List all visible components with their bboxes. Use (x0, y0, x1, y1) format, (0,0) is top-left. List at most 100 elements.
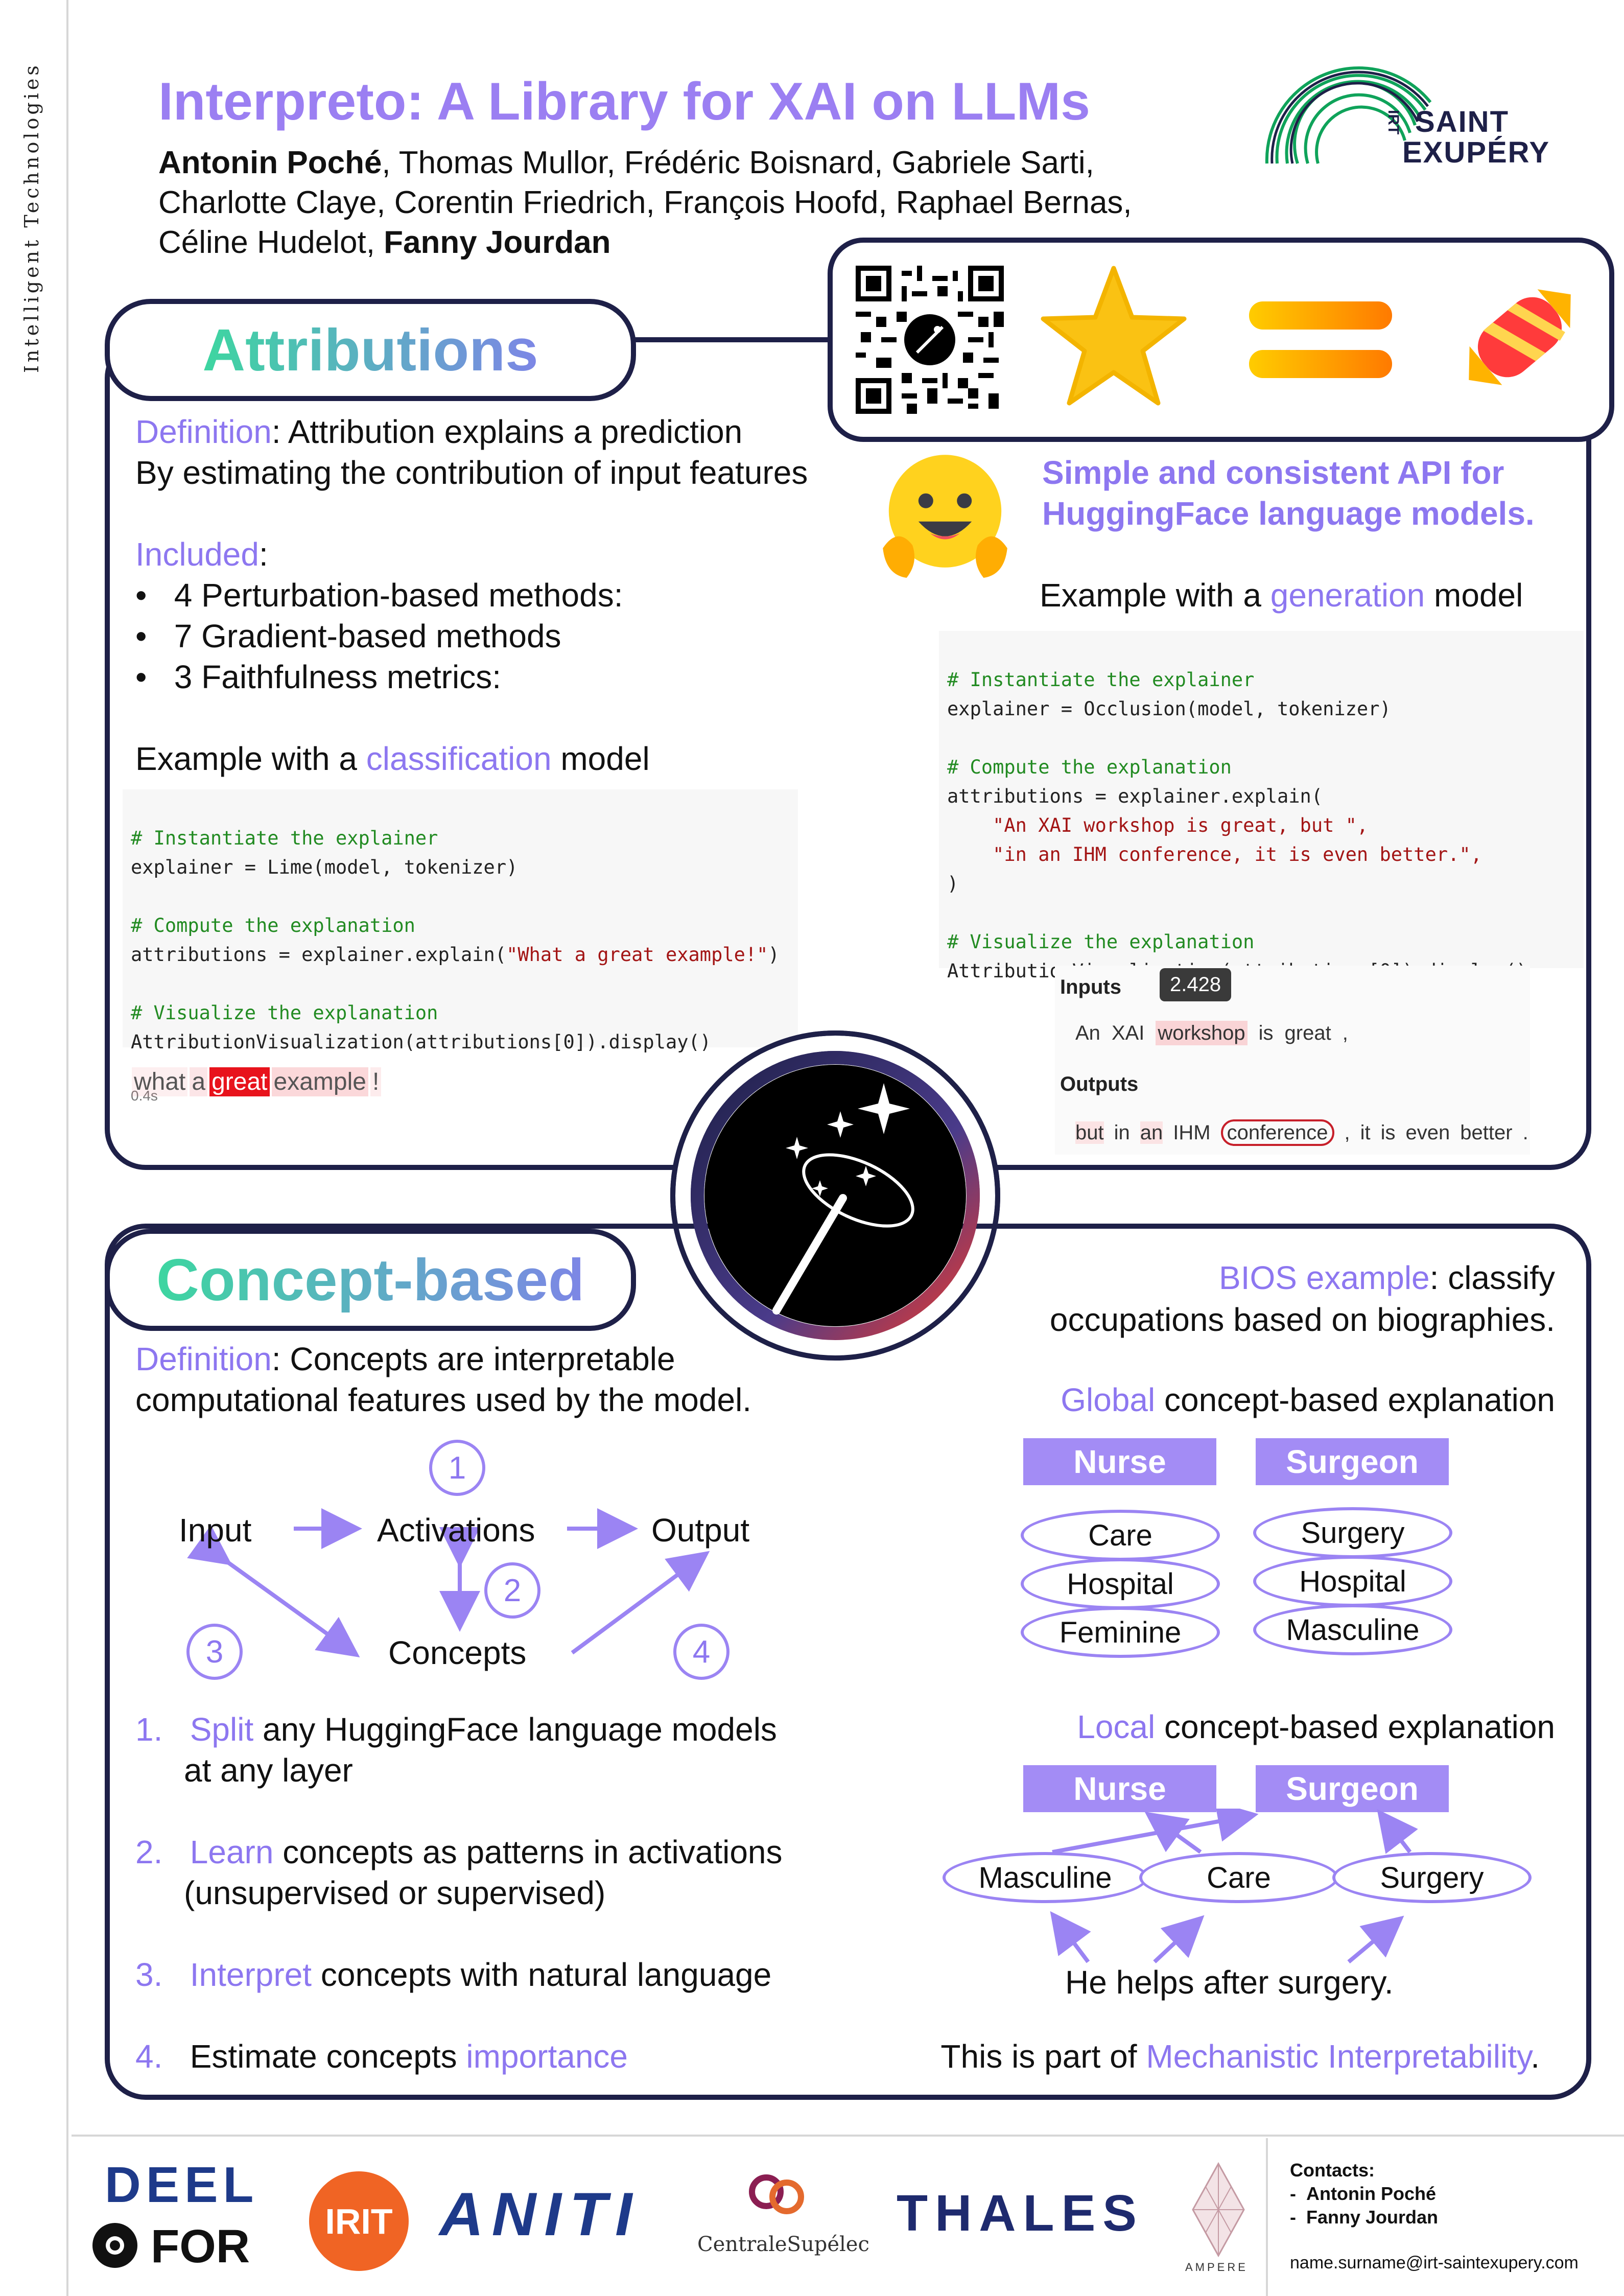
output-token[interactable]: is (1380, 1121, 1396, 1144)
diagram-step-2: 2 (484, 1562, 540, 1619)
diagram-step-4: 4 (673, 1624, 729, 1680)
attribution-included: Included: (135, 536, 268, 573)
output-token[interactable]: it (1360, 1121, 1371, 1144)
irt-logo: SAINT EXUPÉRY IRT (1262, 61, 1549, 174)
contacts: Contacts: - Antonin Poché - Fanny Jourda… (1290, 2160, 1439, 2228)
author-last: Fanny Jourdan (384, 225, 611, 260)
diagram-activations: Activations (377, 1512, 535, 1549)
step-2: 2. Learn concepts as patterns in activat… (135, 1834, 783, 1870)
footer-divider (72, 2135, 1624, 2137)
diagram-output: Output (651, 1512, 750, 1549)
global-class-surgeon: Surgeon (1256, 1438, 1449, 1485)
input-token[interactable]: , (1342, 1022, 1348, 1044)
attribution-tooltip: 2.428 (1160, 968, 1232, 1001)
local-concept-oval: Care (1139, 1852, 1338, 1903)
input-token[interactable]: workshop (1156, 1021, 1248, 1045)
global-class-nurse: Nurse (1023, 1438, 1216, 1485)
qr-code-icon[interactable] (856, 266, 1004, 414)
attribution-token[interactable]: great (209, 1067, 270, 1096)
diagram-input: Input (179, 1512, 252, 1549)
contact-email[interactable]: name.surname@irt-saintexupery.com (1290, 2253, 1579, 2272)
code-line: # Compute the explanation (947, 756, 1232, 778)
input-token[interactable]: great (1284, 1022, 1331, 1044)
code-line (131, 969, 790, 998)
deel-logo: DEEL (105, 2157, 259, 2213)
irit-logo: IRIT (309, 2171, 409, 2271)
irt-arcs-icon (1265, 66, 1432, 164)
output-token[interactable]: IHM (1173, 1121, 1211, 1144)
output-token[interactable]: an (1140, 1121, 1163, 1144)
sidebar-label: Intelligent Technologies (20, 62, 43, 373)
output-token[interactable]: , (1344, 1121, 1350, 1144)
code-line: "An XAI workshop is great, but ", (947, 814, 1369, 836)
code-line: # Instantiate the explainer (947, 669, 1255, 691)
attribution-definition: Definition: Attribution explains a predi… (135, 413, 743, 450)
concept-oval: Feminine (1021, 1607, 1220, 1658)
output-token[interactable]: conference (1220, 1119, 1334, 1146)
step-3: 3. Interpret concepts with natural langu… (135, 1956, 772, 1993)
concept-tag: Concept-based (105, 1229, 636, 1331)
output-token[interactable]: but (1075, 1121, 1104, 1144)
input-token[interactable]: An (1075, 1022, 1100, 1044)
global-heading: Global concept-based explanation (1061, 1381, 1555, 1418)
local-concept-oval: Surgery (1332, 1852, 1532, 1903)
for-gear-icon (92, 2223, 137, 2268)
concept-oval: Care (1021, 1510, 1220, 1561)
ampere-diamond-icon (1192, 2162, 1245, 2258)
code-line: AttributionVisualization(attributions[0]… (131, 1031, 712, 1053)
generation-example-heading: Example with a generation model (1040, 577, 1523, 614)
attribution-token[interactable]: ! (370, 1067, 382, 1096)
included-item: • 3 Faithfulness metrics: (135, 659, 501, 695)
footer-separator (1266, 2138, 1268, 2296)
code-line: attributions = explainer.explain( (947, 785, 1323, 807)
diagram-step-3: 3 (186, 1624, 243, 1680)
centralesupelec-logo: CentraleSupélec (697, 2233, 869, 2256)
huggingface-icon (883, 455, 1007, 578)
attribution-token[interactable]: example (271, 1067, 368, 1096)
local-class-nurse: Nurse (1023, 1765, 1216, 1812)
diagram-step-1: 1 (429, 1440, 485, 1496)
attribution-token[interactable]: what (132, 1067, 188, 1096)
concept-section (105, 1224, 1591, 2100)
input-token[interactable]: XAI (1111, 1022, 1145, 1044)
concept-definition-2: computational features used by the model… (135, 1381, 752, 1418)
included-item: • 7 Gradient-based methods (135, 618, 561, 654)
attribution-definition-2: By estimating the contribution of input … (135, 454, 808, 491)
aniti-logo: ANITI (439, 2180, 641, 2248)
qr-panel (828, 238, 1614, 442)
code-line: # Visualize the explanation (947, 931, 1255, 953)
code-line: "in an IHM conference, it is even better… (947, 844, 1482, 865)
authors: Antonin Poché, Thomas Mullor, Frédéric B… (158, 145, 1132, 260)
output-token[interactable]: . (1522, 1121, 1528, 1144)
output-token[interactable]: better (1460, 1121, 1513, 1144)
code-line: # Compute the explanation (131, 915, 415, 936)
attribution-token[interactable]: a (190, 1067, 208, 1096)
centralesupelec-icon (749, 2174, 804, 2214)
output-token[interactable]: in (1114, 1121, 1130, 1144)
output-token[interactable]: even (1405, 1121, 1450, 1144)
local-concept-oval: Masculine (943, 1852, 1148, 1903)
concept-oval: Hospital (1253, 1556, 1452, 1607)
local-class-surgeon: Surgeon (1256, 1765, 1449, 1812)
api-description: Simple and consistent API for HuggingFac… (1042, 454, 1535, 532)
thales-logo: THALES (897, 2185, 1144, 2242)
mechanistic-note: This is part of Mechanistic Interpretabi… (940, 2038, 1540, 2075)
for-logo: FOR (151, 2220, 250, 2272)
concept-oval: Surgery (1253, 1507, 1452, 1558)
concept-oval: Hospital (1021, 1558, 1220, 1609)
attributions-tag: Attributions (105, 299, 636, 401)
code-line: # Instantiate the explainer (131, 827, 438, 849)
ampere-logo: AMPERE (1185, 2261, 1248, 2274)
concept-definition: Definition: Concepts are interpretable (135, 1341, 675, 1377)
bios-example: BIOS example: classify occupations based… (1049, 1259, 1555, 1338)
local-sentence: He helps after surgery. (1065, 1964, 1394, 2001)
code-line (131, 882, 790, 911)
step-1: 1. Split any HuggingFace language models (135, 1711, 777, 1748)
input-token[interactable]: is (1258, 1022, 1274, 1044)
runtime-label: 0.4s (131, 1088, 158, 1104)
code-line: ) (947, 873, 959, 895)
code-line: # Visualize the explanation (131, 1002, 438, 1024)
